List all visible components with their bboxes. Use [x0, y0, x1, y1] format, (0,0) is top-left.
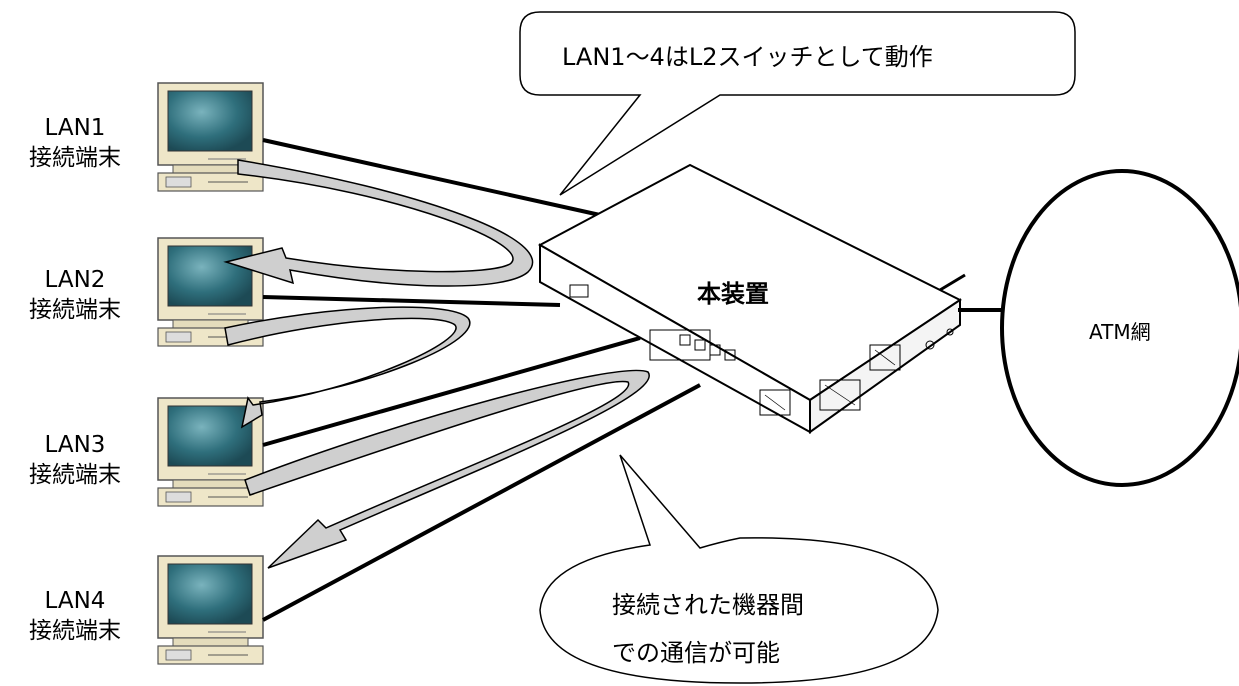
callout-bottom-bubble [539, 454, 939, 684]
communication-arrows [223, 159, 650, 569]
terminal-label-lan1: LAN1 接続端末 [10, 113, 140, 173]
callout-top-text: LAN1～4はL2スイッチとして動作 [562, 43, 933, 71]
lan-cables [262, 138, 701, 622]
terminal-label-line2: 接続端末 [29, 618, 121, 644]
terminal-label-line1: LAN2 [44, 267, 106, 293]
terminal-label-line2: 接続端末 [29, 462, 121, 488]
terminal-label-line1: LAN1 [44, 115, 106, 141]
network-label: ATM網 [1089, 320, 1151, 344]
callout-top-bubble [519, 11, 1076, 196]
terminal-label-line1: LAN4 [44, 588, 106, 614]
atm-network-cloud [1000, 169, 1239, 487]
terminal-label-line2: 接続端末 [29, 145, 121, 171]
pc-lan4 [157, 555, 264, 665]
terminal-label-lan2: LAN2 接続端末 [10, 265, 140, 325]
device-label: 本装置 [697, 280, 769, 308]
callout-bottom-line2: での通信が可能 [612, 639, 780, 667]
terminal-label-lan4: LAN4 接続端末 [10, 586, 140, 646]
callout-bottom-line1: 接続された機器間 [612, 591, 804, 619]
terminal-label-line2: 接続端末 [29, 297, 121, 323]
terminal-label-line1: LAN3 [44, 432, 106, 458]
router-device [537, 163, 966, 434]
terminal-label-lan3: LAN3 接続端末 [10, 430, 140, 490]
